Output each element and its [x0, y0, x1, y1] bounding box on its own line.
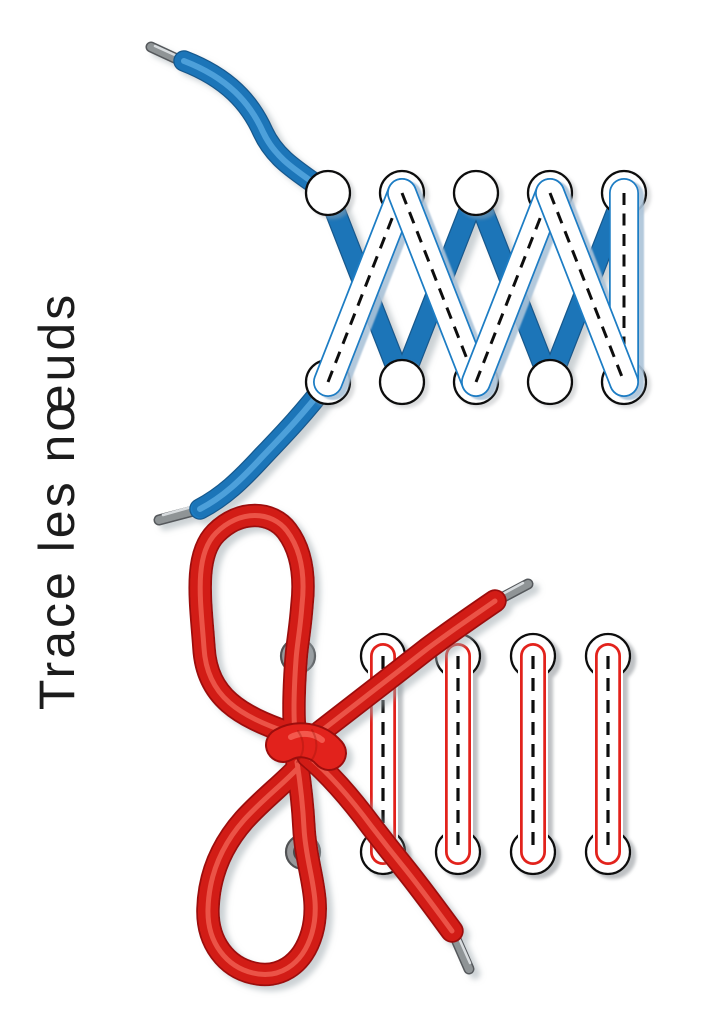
bow-bottom-loop [208, 762, 315, 974]
blue-lace-rope [145, 41, 624, 526]
aglet-tail [449, 931, 475, 975]
trace-pill [434, 632, 482, 876]
trace-pill [509, 632, 557, 876]
bow-top-loop [200, 516, 303, 734]
red-lace-bow [200, 516, 534, 975]
eyelet [304, 169, 352, 217]
criss-cross-lacing-diagram [145, 41, 648, 526]
eyelet [378, 358, 426, 406]
bow-knot-diagram [200, 516, 632, 975]
eyelet [526, 358, 574, 406]
page-title: Trace les nœuds [29, 292, 85, 710]
bow-knot [283, 730, 329, 762]
trace-pill [584, 632, 632, 876]
eyelet [452, 169, 500, 217]
